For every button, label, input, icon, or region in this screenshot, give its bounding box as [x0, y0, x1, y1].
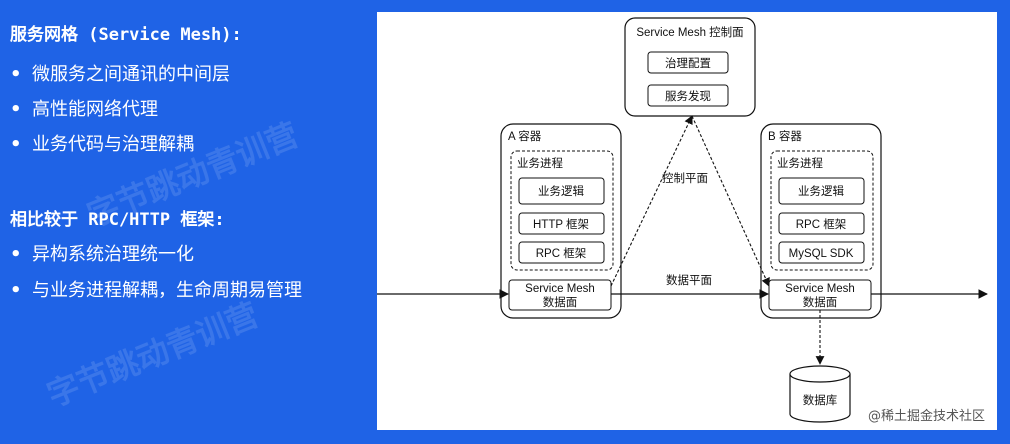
b-mysql-sdk-label: MySQL SDK	[789, 248, 854, 260]
control-arrow-a	[610, 115, 693, 287]
title-compare: 相比较于 RPC/HTTP 框架:	[10, 210, 225, 230]
data-plane-label: 数据平面	[666, 273, 712, 287]
a-rpc-framework-label: RPC 框架	[536, 246, 586, 260]
a-business-logic-label: 业务逻辑	[538, 184, 584, 198]
governance-config-label: 治理配置	[665, 56, 711, 70]
bullet-item: •业务代码与治理解耦	[10, 134, 194, 155]
control-arrow-b	[691, 115, 770, 287]
container-a-process-box	[510, 150, 614, 271]
a-mesh-data-plane-box	[508, 279, 612, 311]
b-rpc-framework-label: RPC 框架	[796, 217, 846, 231]
service-discovery-label: 服务发现	[665, 89, 711, 103]
left-text-panel: 服务网格 (Service Mesh): •微服务之间通讯的中间层 •高性能网络…	[0, 0, 372, 444]
b-mysql-sdk-box	[778, 241, 865, 264]
b-business-logic-label: 业务逻辑	[798, 184, 844, 198]
container-b-process-box	[770, 150, 874, 271]
diagram-panel: Service Mesh 控制面 治理配置 服务发现 A 容器 业务进程 业务逻…	[377, 12, 997, 430]
a-business-logic-box	[518, 177, 605, 205]
a-data-plane-label: 数据面	[543, 295, 578, 309]
governance-config-box	[647, 51, 729, 74]
bullet-item: •与业务进程解耦，生命周期易管理	[10, 280, 302, 301]
bullet-item: •微服务之间通讯的中间层	[10, 64, 230, 85]
a-http-framework-box	[518, 212, 605, 235]
database-label: 数据库	[803, 393, 838, 407]
title-service-mesh: 服务网格 (Service Mesh):	[10, 25, 242, 45]
container-b-process-label: 业务进程	[777, 156, 823, 170]
credit-watermark: @稀土掘金技术社区	[867, 409, 985, 424]
container-a-process-label: 业务进程	[517, 156, 563, 170]
b-business-logic-box	[778, 177, 865, 205]
container-a-title: A 容器	[508, 129, 542, 143]
container-b-title: B 容器	[768, 129, 802, 143]
database-icon	[789, 365, 851, 423]
control-plane-title: Service Mesh 控制面	[636, 25, 743, 39]
bullet-item: •高性能网络代理	[10, 99, 158, 120]
b-rpc-framework-box	[778, 212, 865, 235]
service-mesh-diagram: Service Mesh 控制面 治理配置 服务发现 A 容器 业务进程 业务逻…	[377, 17, 988, 423]
service-discovery-box	[647, 84, 729, 107]
b-mesh-label: Service Mesh	[785, 283, 855, 295]
control-plane-label: 控制平面	[662, 171, 708, 185]
b-data-plane-label: 数据面	[803, 295, 838, 309]
a-http-framework-label: HTTP 框架	[533, 217, 589, 231]
a-mesh-label: Service Mesh	[525, 283, 595, 295]
a-rpc-framework-box	[518, 241, 605, 264]
bullet-item: •异构系统治理统一化	[10, 244, 194, 265]
